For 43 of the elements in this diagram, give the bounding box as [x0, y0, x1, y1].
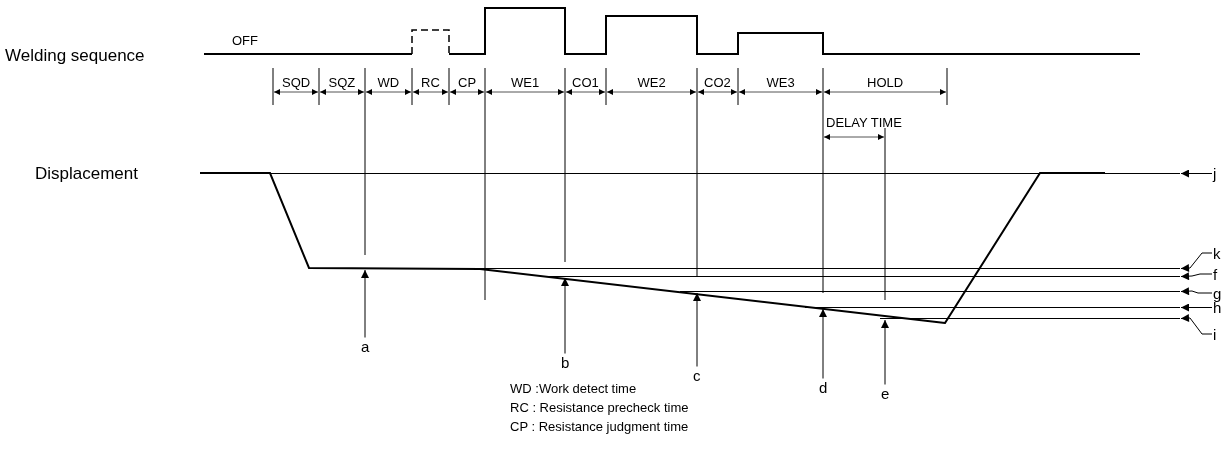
callout-letter: c [693, 367, 701, 383]
leader-arrow [1180, 287, 1213, 296]
callout-letter: b [561, 354, 570, 370]
note-text: RC : Resistance precheck time [510, 400, 689, 414]
leader-arrow [1180, 303, 1213, 312]
interval-label: WE2 [637, 75, 666, 89]
leader-arrow [561, 277, 569, 354]
reference-line [880, 318, 1180, 319]
callout-letter: j [1213, 165, 1217, 181]
interval-label: DELAY TIME [826, 115, 902, 129]
leader-arrow [1180, 252, 1213, 273]
leader-arrow [1180, 314, 1213, 335]
interval-label: HOLD [867, 75, 904, 89]
leader-arrow [361, 269, 369, 338]
callout-letter: k [1213, 245, 1221, 261]
leader-arrow [693, 292, 701, 367]
interval-label: CO2 [704, 75, 731, 89]
interval-label: WE3 [766, 75, 795, 89]
interval-label: CO1 [572, 75, 599, 89]
note-text: WD :Work detect time [510, 381, 637, 395]
callout-letter: f [1213, 266, 1218, 282]
leader-arrow [881, 319, 889, 385]
callout-letter: i [1213, 326, 1217, 342]
leader-arrow [819, 308, 827, 379]
callout-letter: e [881, 385, 890, 401]
callout-letter: a [361, 338, 370, 354]
interval-label: SQD [282, 75, 311, 89]
interval-label: RC [421, 75, 440, 89]
interval-label: SQZ [328, 75, 356, 89]
callout-letter: g [1213, 285, 1222, 301]
note-text: CP : Resistance judgment time [510, 419, 689, 433]
interval-label: WD [377, 75, 400, 89]
displacement-curve [199, 172, 1106, 324]
interval-label: WE1 [511, 75, 540, 89]
displacement-label: Displacement [35, 164, 138, 182]
reference-line [270, 173, 1180, 174]
state-label: OFF [232, 33, 258, 47]
leader-arrow [1180, 272, 1213, 281]
reference-line [680, 291, 1180, 292]
callout-letter: d [819, 379, 828, 395]
interval-label: CP [458, 75, 477, 89]
sequence-label: Welding sequence [5, 46, 145, 64]
leader-arrow [1180, 169, 1213, 178]
